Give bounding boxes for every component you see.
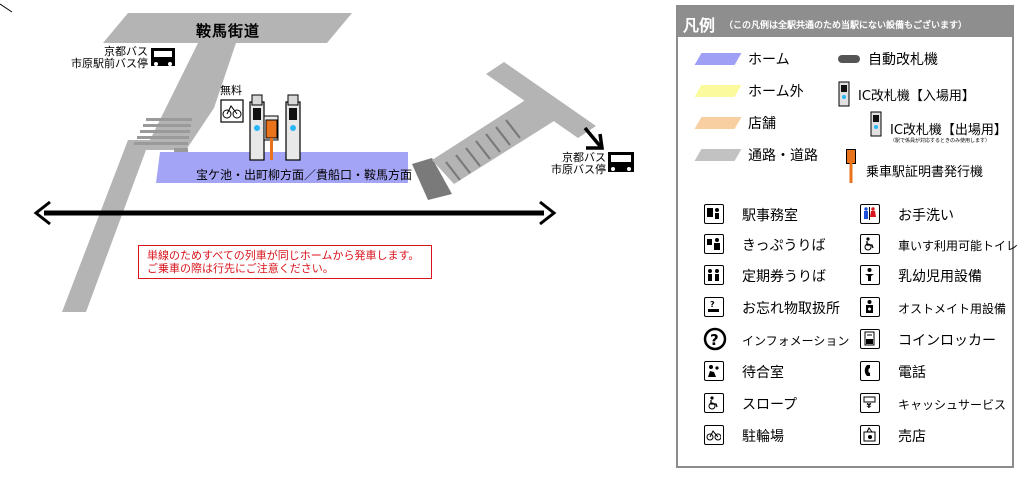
bus-stop-line: 市原バス停 — [551, 163, 606, 176]
platform — [156, 152, 408, 183]
facility-label: インフォメーション — [742, 334, 850, 348]
free-label: 無料 — [220, 84, 242, 97]
kiosk-icon — [860, 425, 880, 445]
facility-label: 電話 — [898, 365, 926, 381]
bus-stop-line: 市原駅前バス停 — [71, 57, 148, 70]
pass-counter-icon — [704, 265, 724, 285]
station-map: 鞍馬街道 京都バス 市原駅前バス停 京都バス 市原バス停 無料 宝ケ池・出町柳方… — [0, 3, 634, 312]
facility-label: きっぷうりば — [742, 238, 826, 254]
bicycle-parking-map-icon — [220, 99, 244, 123]
facility-label: 売店 — [898, 429, 926, 445]
bus-stop-line: 京都バス — [562, 151, 606, 164]
swatch-home — [694, 53, 742, 65]
gate-label: 自動改札機 — [868, 52, 938, 68]
platform-end-block — [412, 158, 452, 200]
legend-panel: 凡例 （この凡例は全駅共通のため当駅にない設備もございます） ホーム ホーム外 … — [676, 5, 1018, 468]
ticket-counter-icon — [704, 234, 724, 254]
gate-label: IC改札機【出場用】 — [890, 123, 1007, 138]
facility-label: お忘れ物取扱所 — [742, 301, 840, 317]
swatch-road — [694, 149, 742, 161]
information-icon: ? — [703, 327, 727, 351]
certificate-machine-icon — [846, 149, 856, 183]
legend-note: （この凡例は全駅共通のため当駅にない設備もございます） — [724, 21, 968, 31]
bus-stop-label-1: 京都バス 市原駅前バス停 — [68, 46, 148, 70]
bus-stop-label-2: 京都バス 市原バス停 — [520, 152, 606, 176]
platform-label: 宝ケ池・出町柳方面／貴船口・鞍馬方面 — [196, 168, 413, 182]
swatch-shop — [694, 117, 742, 129]
svg-text:?: ? — [710, 300, 715, 309]
bus-icon — [608, 152, 634, 172]
waiting-room-icon — [704, 361, 724, 381]
access-path-right — [432, 92, 562, 184]
legend-title: 凡例 — [683, 16, 716, 35]
ic-gate-out-icon — [870, 111, 882, 137]
ic-gate-in-icon — [838, 81, 850, 107]
certificate-machine — [265, 119, 278, 160]
cash-service-icon: ¥ — [860, 393, 880, 413]
notice-line: ご乗車の際は行先にご注意ください。 — [147, 262, 334, 275]
station-map-drawing — [0, 3, 634, 312]
telephone-icon — [860, 361, 880, 381]
facility-label: オストメイト用設備 — [898, 302, 1007, 316]
road-kurama-kaido — [103, 13, 352, 43]
gate-label: 乗車駅証明書発行機 — [866, 165, 984, 180]
swatch-label: ホーム外 — [748, 84, 804, 100]
facility-label: 待合室 — [742, 365, 784, 381]
bus-direction-arrow — [583, 126, 605, 150]
gate-note: （駅で係員が対応するときのみ使用します） — [890, 138, 991, 144]
coin-locker-icon — [860, 329, 880, 349]
bicycle-parking-icon — [704, 425, 724, 445]
swatch-label: 通路・道路 — [748, 148, 818, 164]
facility-label: 乳幼児用設備 — [898, 269, 982, 285]
station-office-icon — [704, 204, 724, 224]
slope-icon — [704, 393, 724, 413]
bus-icon — [151, 48, 175, 66]
svg-text:?: ? — [710, 331, 719, 349]
ic-gate-1 — [249, 94, 279, 161]
ic-gate-2 — [285, 94, 301, 161]
bus-stop-line: 京都バス — [104, 45, 148, 58]
facility-label: 車いす利用可能トイレ — [898, 239, 1019, 253]
single-track-notice: 単線のためすべての列車が同じホームから発車します。 ご乗車の際は行先にご注意くだ… — [138, 245, 432, 279]
legend-header: 凡例 （この凡例は全駅共通のため当駅にない設備もございます） — [678, 7, 1012, 37]
auto-gate-icon — [838, 55, 860, 63]
facility-label: 定期券うりば — [742, 269, 826, 285]
track-arrow — [33, 200, 557, 226]
gate-label: IC改札機【入場用】 — [858, 89, 975, 104]
facility-label: コインロッカー — [898, 333, 996, 349]
swatch-label: ホーム — [748, 52, 790, 68]
ostomate-icon — [860, 297, 880, 317]
access-path — [62, 43, 236, 312]
facility-label: キャッシュサービス — [898, 398, 1007, 412]
swatch-outside-home — [694, 85, 742, 97]
baby-care-icon — [860, 265, 880, 285]
facility-label: スロープ — [742, 397, 798, 413]
notice-line: 単線のためすべての列車が同じホームから発車します。 — [147, 249, 420, 262]
stairs-right — [445, 119, 521, 181]
restroom-icon — [860, 204, 880, 224]
facility-label: お手洗い — [898, 208, 954, 224]
road-label: 鞍馬街道 — [196, 22, 261, 40]
swatch-label: 店舗 — [748, 116, 776, 132]
facility-label: 駐輪場 — [742, 429, 784, 445]
access-path-upper — [486, 62, 596, 138]
svg-text:¥: ¥ — [867, 402, 872, 410]
accessible-toilet-icon — [860, 234, 880, 254]
facility-label: 駅事務室 — [742, 208, 798, 224]
lost-and-found-icon: ? — [704, 297, 724, 317]
